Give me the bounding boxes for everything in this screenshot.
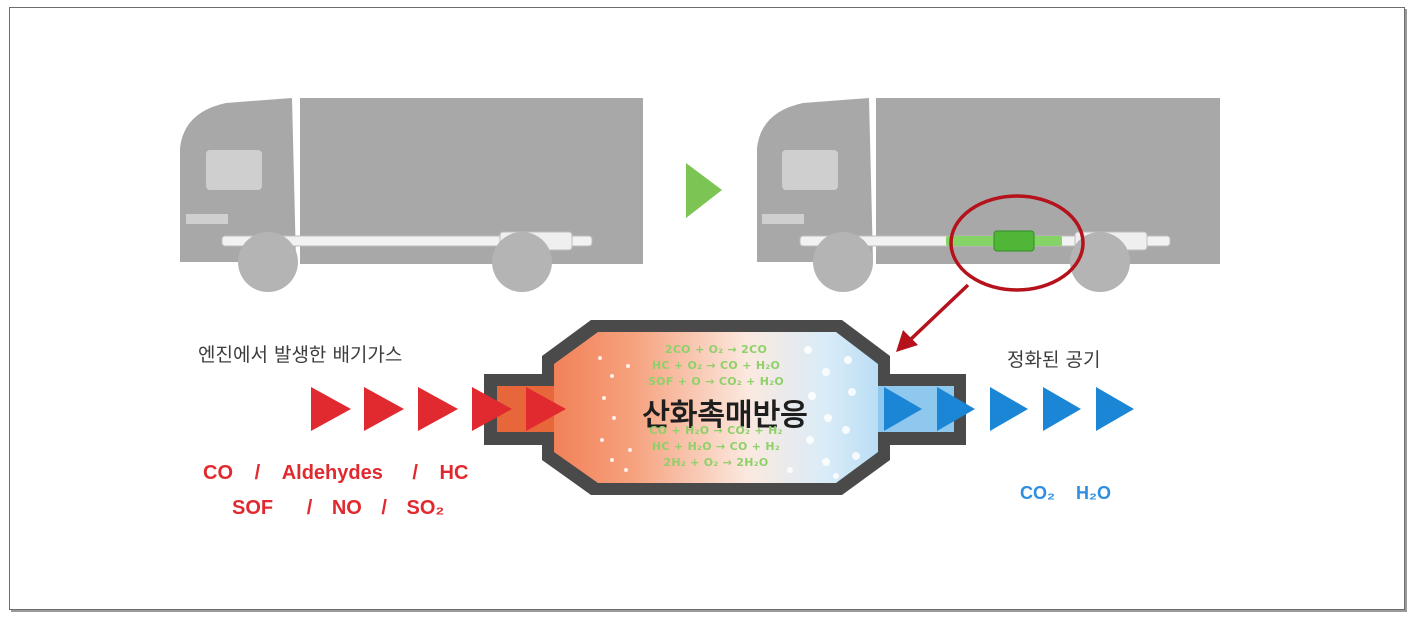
truck-after-front-wheel <box>813 232 873 292</box>
clean-air-arrow-icon <box>884 387 922 431</box>
clean-air-arrow-icon <box>1096 387 1134 431</box>
clean-output-list: CO₂ H₂O <box>1020 483 1111 504</box>
transition-arrow-icon <box>686 163 722 218</box>
clean-air-title: 정화된 공기 <box>1007 349 1101 371</box>
pollutant-aldehydes: Aldehydes <box>281 462 383 484</box>
exhaust-arrow-icon <box>472 387 512 431</box>
equation-bottom-2: HC + H₂O → CO + H₂ <box>651 440 781 453</box>
separator: / <box>306 497 313 519</box>
clean-air-arrows <box>884 387 1134 431</box>
equation-bottom-1: CO + H₂O → CO₂ + H₂ <box>649 424 783 437</box>
separator: / <box>412 462 418 484</box>
output-h2o: H₂O <box>1076 483 1112 503</box>
converter-inner-body <box>497 332 954 483</box>
pollutant-list-line1: CO / Aldehydes / HC <box>203 462 468 485</box>
equation-top-1: 2CO + O₂ → 2CO <box>664 343 768 356</box>
catalyst-unit-icon <box>993 230 1035 252</box>
truck-before-rear-wheel <box>492 232 552 292</box>
clean-air-arrow-icon <box>937 387 975 431</box>
truck-after <box>757 98 1220 292</box>
highlight-circle <box>949 194 1085 292</box>
pointer-line <box>908 283 970 342</box>
pollutant-sof: SOF <box>232 497 274 519</box>
pollutant-list-line2: SOF / NO / SO₂ <box>232 497 444 520</box>
pollutant-co: CO <box>203 462 233 484</box>
exhaust-arrow-icon <box>364 387 404 431</box>
truck-before-front-wheel <box>238 232 298 292</box>
truck-before-window <box>206 150 262 190</box>
pollutant-hc: HC <box>439 462 469 484</box>
truck-after-window <box>782 150 838 190</box>
reaction-title: 산화촉매반응 <box>642 398 808 433</box>
catalyst-particles <box>598 346 860 479</box>
clean-air-arrow-icon <box>990 387 1028 431</box>
separator: / <box>381 497 387 519</box>
truck-before <box>180 98 643 292</box>
exhaust-arrow-icon <box>311 387 351 431</box>
equation-bottom-3: 2H₂ + O₂ → 2H₂O <box>663 456 769 469</box>
separator: / <box>254 462 261 484</box>
output-co2: CO₂ <box>1020 483 1055 503</box>
exhaust-arrow-icon <box>526 387 566 431</box>
pollutant-no: NO <box>331 497 362 519</box>
pollutant-so2: SO₂ <box>406 497 445 519</box>
pointer-arrowhead-icon <box>896 330 918 352</box>
exhaust-arrow-icon <box>418 387 458 431</box>
truck-after-rear-wheel <box>1070 232 1130 292</box>
exhaust-arrows <box>311 387 566 431</box>
equation-top-2: HC + O₂ → CO + H₂O <box>651 359 781 372</box>
exhaust-gas-title: 엔진에서 발생한 배기가스 <box>198 344 403 366</box>
clean-air-arrow-icon <box>1043 387 1081 431</box>
equation-top-3: SOF + O → CO₂ + H₂O <box>647 375 785 388</box>
